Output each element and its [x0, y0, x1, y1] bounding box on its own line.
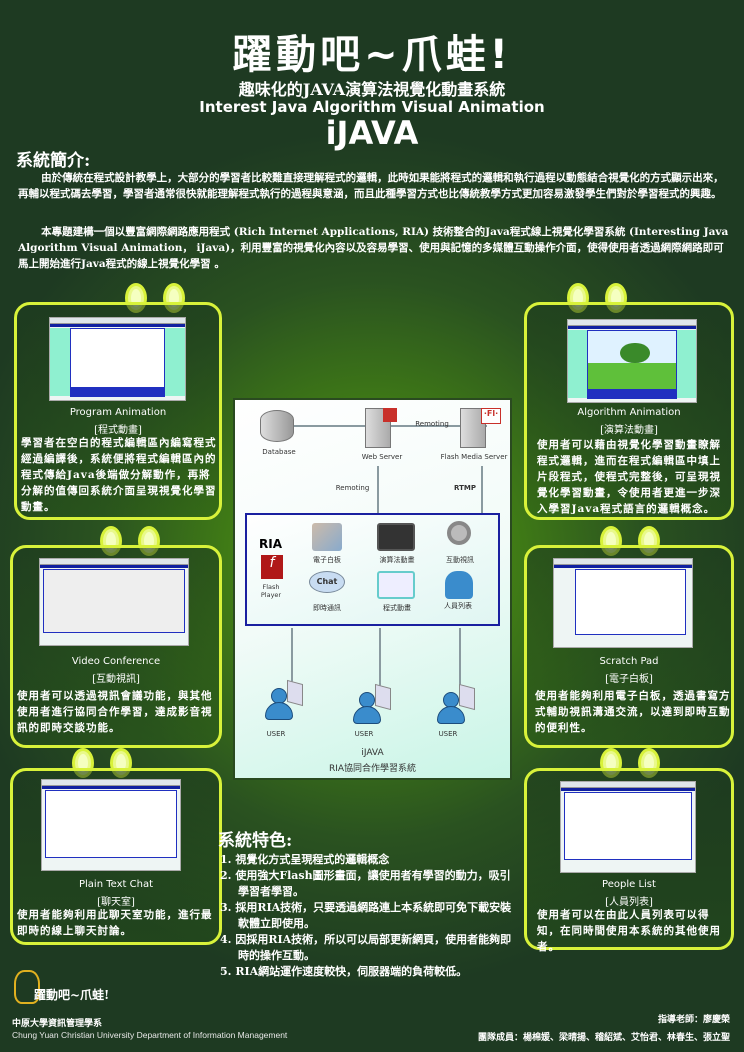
chat-screenshot [41, 779, 181, 871]
panel-title: Scratch Pad [599, 656, 659, 667]
user-label: USER [354, 730, 374, 738]
poster-title: 躍動吧~爪蛙! [232, 32, 512, 78]
panel-subtitle: [電子白板] [605, 674, 653, 685]
panel-subtitle: [演算法動畫] [600, 425, 658, 436]
ria-item-label: 電子白板 [313, 556, 341, 564]
database-label: Database [262, 448, 296, 456]
feature-item: 5. RIA網站運作速度較快，伺服器端的負荷較低。 [220, 965, 468, 978]
advisor: 指導老師：廖慶榮 [657, 1015, 730, 1025]
panel-subtitle: [互動視訊] [92, 674, 140, 685]
remoting-left-label: Remoting [335, 484, 370, 492]
panel-title: Plain Text Chat [78, 879, 153, 890]
panel-plain-text-chat: Plain Text Chat [聊天室] 使用者能夠利用此聊天室功能，進行最即… [10, 768, 222, 945]
feature-item: 3. 採用RIA技術，只要透過網路連上本系統即可免下載安裝軟體立即使用。 [220, 901, 512, 930]
panel-scratch-pad: Scratch Pad [電子白板] 使用者能夠利用電子白板，透過書寫方式輔助視… [524, 545, 734, 748]
architecture-diagram: Database Web Server Remoting ·Fl· Flash … [233, 398, 512, 780]
features-list: 1. 視覺化方式呈現程式的邏輯概念 2. 使用強大Flash圖形畫面，讓使用者有… [220, 852, 520, 980]
panel-people-list: People List [人員列表] 使用者可以在由此人員列表可以得知，在同時間… [524, 768, 734, 953]
intro-heading: 系統簡介: [16, 151, 91, 171]
people-icon [445, 571, 473, 599]
video-conference-screenshot [39, 558, 189, 646]
whiteboard-icon [312, 523, 342, 551]
database-icon [260, 410, 294, 442]
ria-item-label: 人員列表 [444, 602, 472, 610]
rtmp-label: RTMP [454, 484, 476, 492]
panel-video-conference: Video Conference [互動視訊] 使用者可以透過視訊會議功能，與其… [10, 545, 222, 748]
scratch-pad-screenshot [553, 558, 693, 648]
user-computer-icon [353, 683, 393, 736]
intro-paragraph-1: 由於傳統在程式設計教學上，大部分的學習者比較難直接理解程式的邏輯，此時如果能將程… [18, 172, 724, 200]
panel-subtitle: [程式動畫] [94, 425, 142, 436]
webcam-icon [447, 521, 471, 545]
algorithm-animation-icon [377, 523, 415, 551]
diagram-caption-name: iJAVA [361, 748, 384, 758]
intro-paragraph-2: 本專題建構一個以豐富網際網路應用程式 (Rich Internet Applic… [18, 226, 729, 270]
fms-label: Flash Media Server [440, 453, 508, 461]
chat-bubble-icon: Chat [309, 571, 345, 593]
panel-subtitle: [人員列表] [605, 897, 653, 908]
ria-item-label: 程式動畫 [383, 604, 411, 612]
ria-item-label: 演算法動畫 [379, 556, 415, 564]
user-label: USER [438, 730, 458, 738]
panel-program-animation: Program Animation [程式動畫] 學習者在空白的程式編輯區內編寫… [14, 302, 222, 520]
feature-item: 2. 使用強大Flash圖形畫面，讓使用者有學習的動力，吸引學習者學習。 [220, 869, 511, 898]
panel-title: Program Animation [69, 407, 167, 418]
poster-subtitle: 趣味化的JAVA演算法視覺化動畫系統 [238, 80, 506, 99]
flash-player-icon: f [261, 555, 283, 579]
user-label: USER [266, 730, 286, 738]
poster-name: iJAVA [325, 114, 419, 152]
footer-logo-text: 躍動吧~爪蛙! [34, 988, 110, 1002]
panel-title: Algorithm Animation [577, 407, 681, 418]
panel-description: 使用者能夠利用電子白板，透過書寫方式輔助視訊溝通交流，以達到即時互動的便利性。 [535, 690, 731, 734]
program-animation-screenshot [49, 317, 186, 401]
algorithm-animation-screenshot [567, 319, 697, 403]
ria-client-box: RIA f Flash Player 電子白板 演算法動畫 互動視訊 Chat … [245, 513, 500, 626]
panel-title: People List [602, 879, 656, 890]
ria-item-label: 即時通訊 [313, 604, 341, 612]
panel-title: Video Conference [71, 656, 161, 667]
team-members: 團隊成員：楊棉媛、梁晴揚、稽紹斌、艾怡君、林春生、張立聖 [477, 1033, 730, 1043]
user-computer-icon [437, 683, 477, 736]
poster-english-title: Interest Java Algorithm Visual Animation [199, 98, 545, 116]
panel-description: 使用者可以藉由視覺化學習動畫瞭解程式邏輯，進而在程式編輯區中填上片段程式，使程式… [537, 439, 721, 515]
user-computer-icon [265, 679, 305, 732]
remoting-top-label: Remoting [415, 420, 449, 428]
people-list-screenshot [560, 781, 696, 873]
frog-logo-icon [14, 970, 40, 1004]
feature-item: 4. 因採用RIA技術，所以可以局部更新網頁，使用者能夠即時的操作互動。 [220, 933, 512, 962]
diagram-caption: RIA協同合作學習系統 [328, 764, 417, 774]
ria-label: RIA [259, 537, 282, 551]
panel-description: 學習者在空白的程式編輯區內編寫程式經過編譯後，系統便將程式編輯區內的程式傳給Ja… [21, 437, 217, 513]
features-heading: 系統特色: [218, 831, 293, 851]
department-english: Chung Yuan Christian University Departme… [12, 1030, 288, 1040]
panel-description: 使用者可以在由此人員列表可以得知，在同時間使用本系統的其他使用者。 [537, 909, 721, 953]
panel-description: 使用者能夠利用此聊天室功能，進行最即時的線上聊天討論。 [17, 909, 213, 937]
panel-algorithm-animation: Algorithm Animation [演算法動畫] 使用者可以藉由視覺化學習… [524, 302, 734, 520]
flash-player-label: Flash Player [260, 583, 282, 599]
fms-logo-icon: ·Fl· [481, 408, 501, 424]
java-logo-icon [383, 408, 397, 422]
ria-item-label: 互動視訊 [446, 556, 474, 564]
web-server-label: Web Server [361, 453, 403, 461]
program-animation-icon [377, 571, 415, 599]
department-chinese: 中原大學資訊管理學系 [12, 1019, 103, 1029]
panel-subtitle: [聊天室] [97, 897, 135, 908]
panel-description: 使用者可以透過視訊會議功能，與其他使用者進行協同合作學習，達成影音視訊的即時交談… [17, 690, 213, 734]
feature-item: 1. 視覺化方式呈現程式的邏輯概念 [220, 853, 390, 866]
